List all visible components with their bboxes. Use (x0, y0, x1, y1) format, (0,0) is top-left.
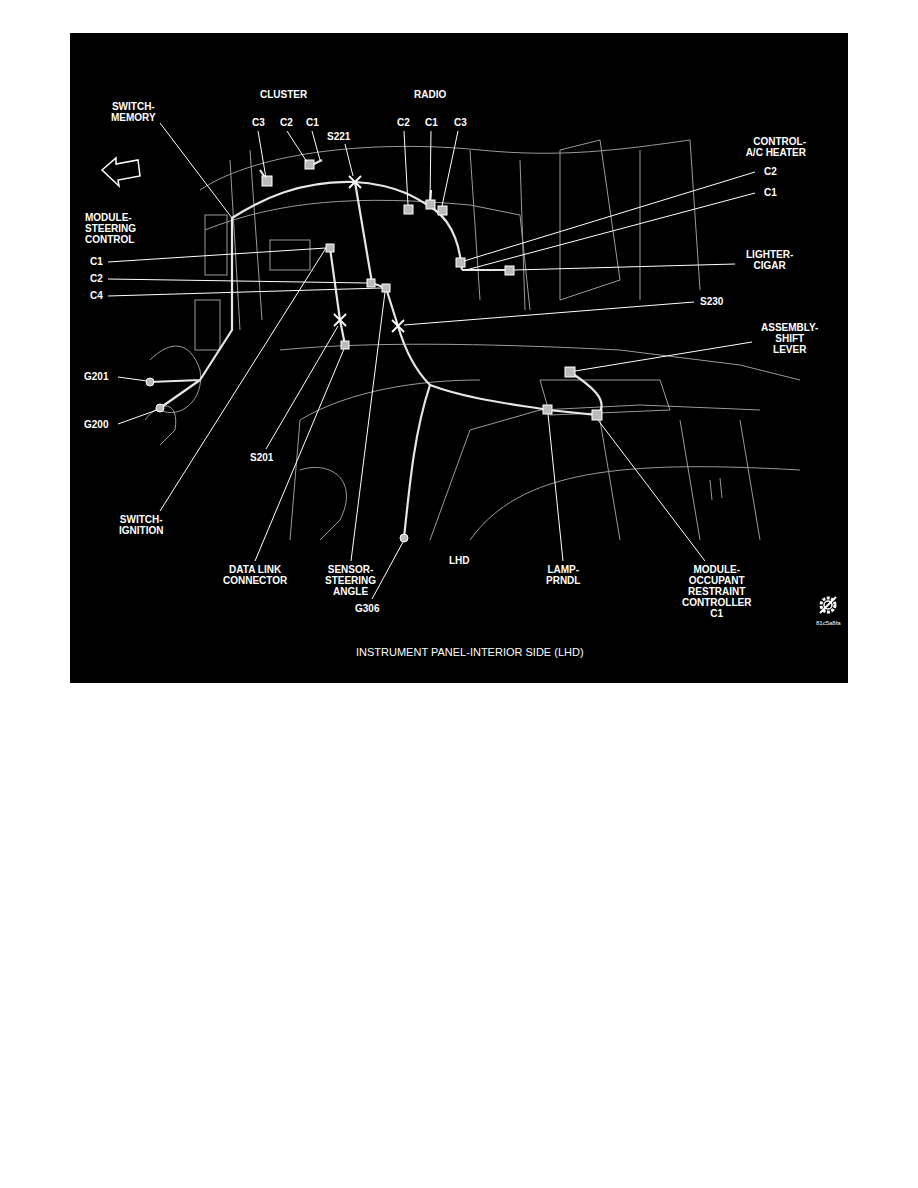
splice-id: S221 (327, 131, 350, 142)
connector-id: C1 (306, 117, 319, 128)
gear-symbol (820, 597, 836, 613)
part-label: LAMP- PRNDL (546, 564, 580, 586)
part-label: DATA LINK CONNECTOR (223, 564, 287, 586)
connector-id: C2 (397, 117, 410, 128)
connector-id: C2 (280, 117, 293, 128)
connector-id: C3 (454, 117, 467, 128)
background-panel (70, 33, 848, 683)
connector-bodies (146, 160, 602, 542)
part-label: SWITCH- MEMORY (111, 101, 156, 123)
part-label: SENSOR- STEERING ANGLE (325, 564, 376, 597)
part-label: CONTROL- A/C HEATER (738, 136, 806, 158)
connector-id: C3 (252, 117, 265, 128)
side-label: LHD (449, 555, 470, 566)
part-label: MODULE- OCCUPANT RESTRAINT CONTROLLER C1 (682, 564, 751, 619)
connector-id: C2 (90, 273, 103, 284)
part-label: CLUSTER (260, 89, 307, 100)
connector-id: C1 (764, 187, 777, 198)
connector-id: C1 (425, 117, 438, 128)
part-label: MODULE- STEERING CONTROL (85, 212, 136, 245)
forward-arrow-icon (102, 158, 140, 186)
ground-id: G200 (84, 419, 108, 430)
part-label: SWITCH- IGNITION (119, 514, 163, 536)
splice-id: S230 (700, 296, 723, 307)
wiring-harness (150, 160, 602, 538)
connector-id: C1 (90, 256, 103, 267)
splice-marks (334, 176, 404, 332)
figure-id: 81c5a8fa (816, 620, 841, 627)
figure-caption: INSTRUMENT PANEL-INTERIOR SIDE (LHD) (356, 646, 584, 659)
ground-id: G201 (84, 371, 108, 382)
connector-id: C4 (90, 290, 103, 301)
splice-id: S201 (250, 452, 273, 463)
instrument-panel-drawing (145, 140, 800, 540)
part-label: LIGHTER- CIGAR (746, 249, 793, 271)
part-label: RADIO (414, 89, 446, 100)
leader-lines (108, 123, 755, 599)
ground-id: G306 (355, 603, 379, 614)
connector-id: C2 (764, 166, 777, 177)
part-label: ASSEMBLY- SHIFT LEVER (761, 322, 818, 355)
